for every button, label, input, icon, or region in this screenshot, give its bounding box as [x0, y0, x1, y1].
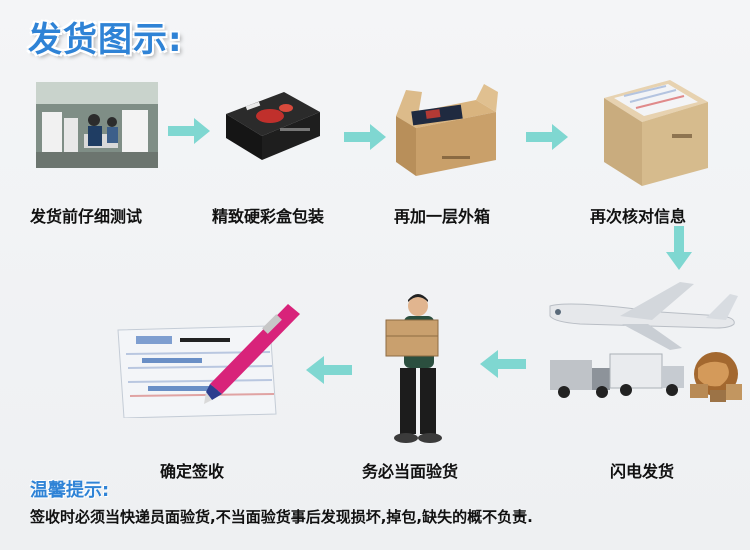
- person-inspecting-image: [380, 292, 450, 448]
- factory-testing-photo: [36, 82, 158, 168]
- step-2-label: 精致硬彩盒包装: [212, 207, 325, 226]
- step-1-label: 发货前仔细测试: [30, 207, 143, 226]
- arrow-right-icon: [526, 124, 568, 150]
- signed-waybill-image: [112, 296, 304, 419]
- page-title: 发货图示:: [28, 20, 183, 60]
- arrow-right-icon: [168, 118, 210, 144]
- labelled-box-image: [600, 76, 712, 190]
- arrow-left-icon: [306, 356, 352, 384]
- outer-carton-image: [392, 82, 498, 178]
- step-4-label: 再次核对信息: [590, 207, 687, 226]
- step-7-label: 确定签收: [160, 462, 225, 481]
- arrow-right-icon: [344, 124, 386, 150]
- step-3-label: 再加一层外箱: [394, 207, 491, 226]
- color-box-image: [220, 84, 326, 168]
- step-6-label: 务必当面验货: [362, 462, 459, 481]
- note-title: 温馨提示:: [30, 480, 110, 501]
- arrow-down-icon: [666, 226, 692, 270]
- note-text: 签收时必须当快递员面验货,不当面验货事后发现损坏,掉包,缺失的概不负责.: [30, 508, 533, 526]
- step-5-label: 闪电发货: [610, 462, 675, 481]
- arrow-left-icon: [480, 350, 526, 378]
- express-shipping-image: [540, 272, 745, 410]
